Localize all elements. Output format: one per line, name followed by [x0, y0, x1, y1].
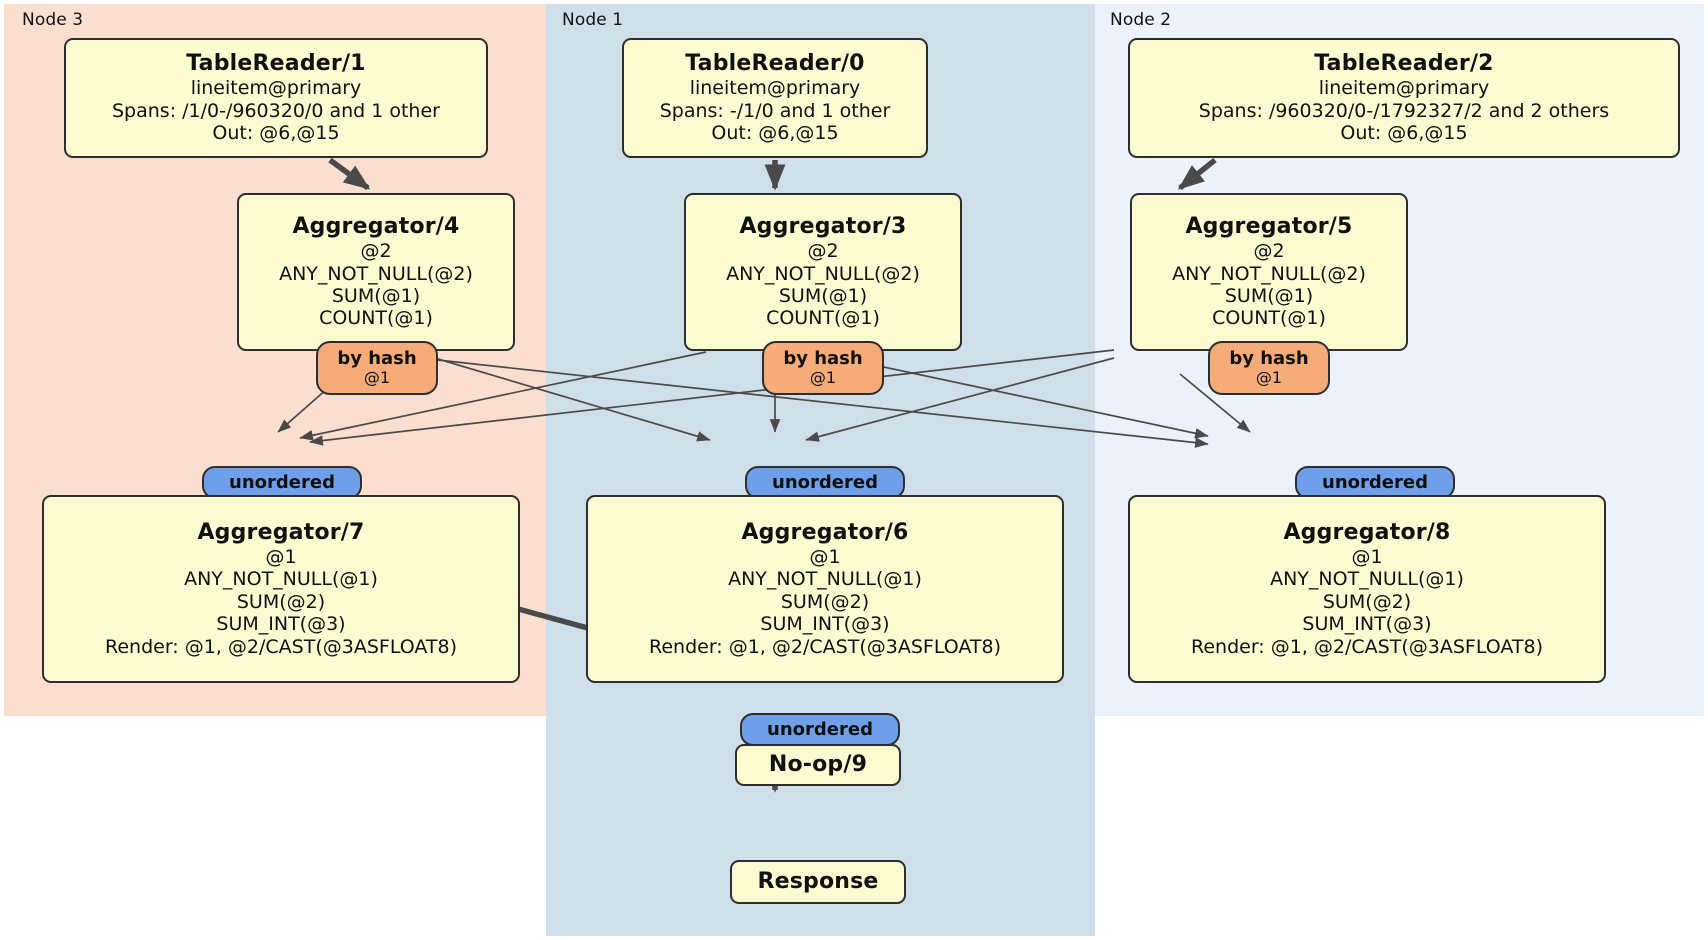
- box-title: Aggregator/8: [1283, 520, 1451, 545]
- box-line: Out: @6,@15: [711, 122, 839, 145]
- box-aggregator-3[interactable]: Aggregator/3 @2 ANY_NOT_NULL(@2) SUM(@1)…: [684, 193, 962, 351]
- box-line: Spans: /1/0-/960320/0 and 1 other: [112, 99, 440, 122]
- box-title: Response: [757, 869, 879, 895]
- router-pill-by-hash-right[interactable]: by hash @1: [1208, 341, 1330, 395]
- box-line: SUM_INT(@3): [760, 613, 890, 636]
- box-title: Aggregator/7: [197, 520, 365, 545]
- box-line: lineitem@primary: [190, 77, 362, 100]
- box-line: @2: [807, 240, 839, 263]
- box-line: Spans: -/1/0 and 1 other: [659, 99, 891, 122]
- box-line: SUM(@2): [1322, 590, 1412, 613]
- box-table-reader-1[interactable]: TableReader/1 lineitem@primary Spans: /1…: [64, 38, 488, 158]
- box-response[interactable]: Response: [730, 860, 906, 904]
- box-line: ANY_NOT_NULL(@1): [1270, 568, 1464, 591]
- router-column-label: @1: [809, 368, 837, 388]
- box-title: No-op/9: [768, 752, 868, 778]
- box-title: TableReader/0: [685, 51, 865, 77]
- router-pill-by-hash-mid[interactable]: by hash @1: [762, 341, 884, 395]
- router-type-label: by hash: [783, 348, 863, 370]
- box-title: Aggregator/3: [739, 214, 907, 240]
- node-panel-label-node3: Node 3: [22, 10, 84, 30]
- router-column-label: @1: [1255, 368, 1283, 388]
- box-line: @2: [1253, 240, 1285, 263]
- box-line: @1: [265, 545, 297, 568]
- box-line: Render: @1, @2/CAST(@3ASFLOAT8): [105, 635, 457, 658]
- box-line: SUM(@1): [331, 284, 421, 307]
- box-line: Render: @1, @2/CAST(@3ASFLOAT8): [1191, 635, 1543, 658]
- box-line: SUM(@2): [780, 590, 870, 613]
- box-line: Render: @1, @2/CAST(@3ASFLOAT8): [649, 635, 1001, 658]
- router-type-label: by hash: [1229, 348, 1309, 370]
- box-line: COUNT(@1): [1212, 307, 1326, 330]
- box-line: SUM_INT(@3): [1302, 613, 1432, 636]
- box-aggregator-4[interactable]: Aggregator/4 @2 ANY_NOT_NULL(@2) SUM(@1)…: [237, 193, 515, 351]
- box-line: SUM(@1): [778, 284, 868, 307]
- box-table-reader-2[interactable]: TableReader/2 lineitem@primary Spans: /9…: [1128, 38, 1680, 158]
- box-line: ANY_NOT_NULL(@2): [1172, 262, 1366, 285]
- router-pill-by-hash-left[interactable]: by hash @1: [316, 341, 438, 395]
- box-line: SUM(@2): [236, 590, 326, 613]
- box-line: @2: [360, 240, 392, 263]
- box-aggregator-5[interactable]: Aggregator/5 @2 ANY_NOT_NULL(@2) SUM(@1)…: [1130, 193, 1408, 351]
- box-line: Out: @6,@15: [1340, 122, 1468, 145]
- box-title: TableReader/1: [186, 51, 366, 77]
- router-type-label: by hash: [337, 348, 417, 370]
- box-title: Aggregator/5: [1185, 214, 1353, 240]
- box-table-reader-0[interactable]: TableReader/0 lineitem@primary Spans: -/…: [622, 38, 928, 158]
- box-line: ANY_NOT_NULL(@2): [279, 262, 473, 285]
- box-line: COUNT(@1): [319, 307, 433, 330]
- box-no-op-9[interactable]: No-op/9: [735, 744, 901, 786]
- box-title: Aggregator/6: [741, 520, 909, 545]
- box-line: lineitem@primary: [1318, 77, 1490, 100]
- box-line: lineitem@primary: [689, 77, 861, 100]
- node-panel-label-node2: Node 2: [1110, 10, 1172, 30]
- box-line: ANY_NOT_NULL(@1): [184, 568, 378, 591]
- box-line: Out: @6,@15: [212, 122, 340, 145]
- box-aggregator-8[interactable]: Aggregator/8 @1 ANY_NOT_NULL(@1) SUM(@2)…: [1128, 495, 1606, 683]
- box-aggregator-6[interactable]: Aggregator/6 @1 ANY_NOT_NULL(@1) SUM(@2)…: [586, 495, 1064, 683]
- sync-label: unordered: [1322, 471, 1428, 493]
- box-line: Spans: /960320/0-/1792327/2 and 2 others: [1198, 99, 1610, 122]
- box-line: ANY_NOT_NULL(@1): [728, 568, 922, 591]
- router-column-label: @1: [363, 368, 391, 388]
- box-line: @1: [809, 545, 841, 568]
- box-line: COUNT(@1): [766, 307, 880, 330]
- sync-label: unordered: [772, 471, 878, 493]
- sync-label: unordered: [767, 718, 873, 740]
- box-line: ANY_NOT_NULL(@2): [726, 262, 920, 285]
- sync-label: unordered: [229, 471, 335, 493]
- box-aggregator-7[interactable]: Aggregator/7 @1 ANY_NOT_NULL(@1) SUM(@2)…: [42, 495, 520, 683]
- box-line: SUM(@1): [1224, 284, 1314, 307]
- box-title: TableReader/2: [1314, 51, 1494, 77]
- box-line: @1: [1351, 545, 1383, 568]
- box-title: Aggregator/4: [292, 214, 460, 240]
- sync-pill-unordered-final[interactable]: unordered: [740, 713, 900, 746]
- box-line: SUM_INT(@3): [216, 613, 346, 636]
- node-panel-label-node1: Node 1: [562, 10, 624, 30]
